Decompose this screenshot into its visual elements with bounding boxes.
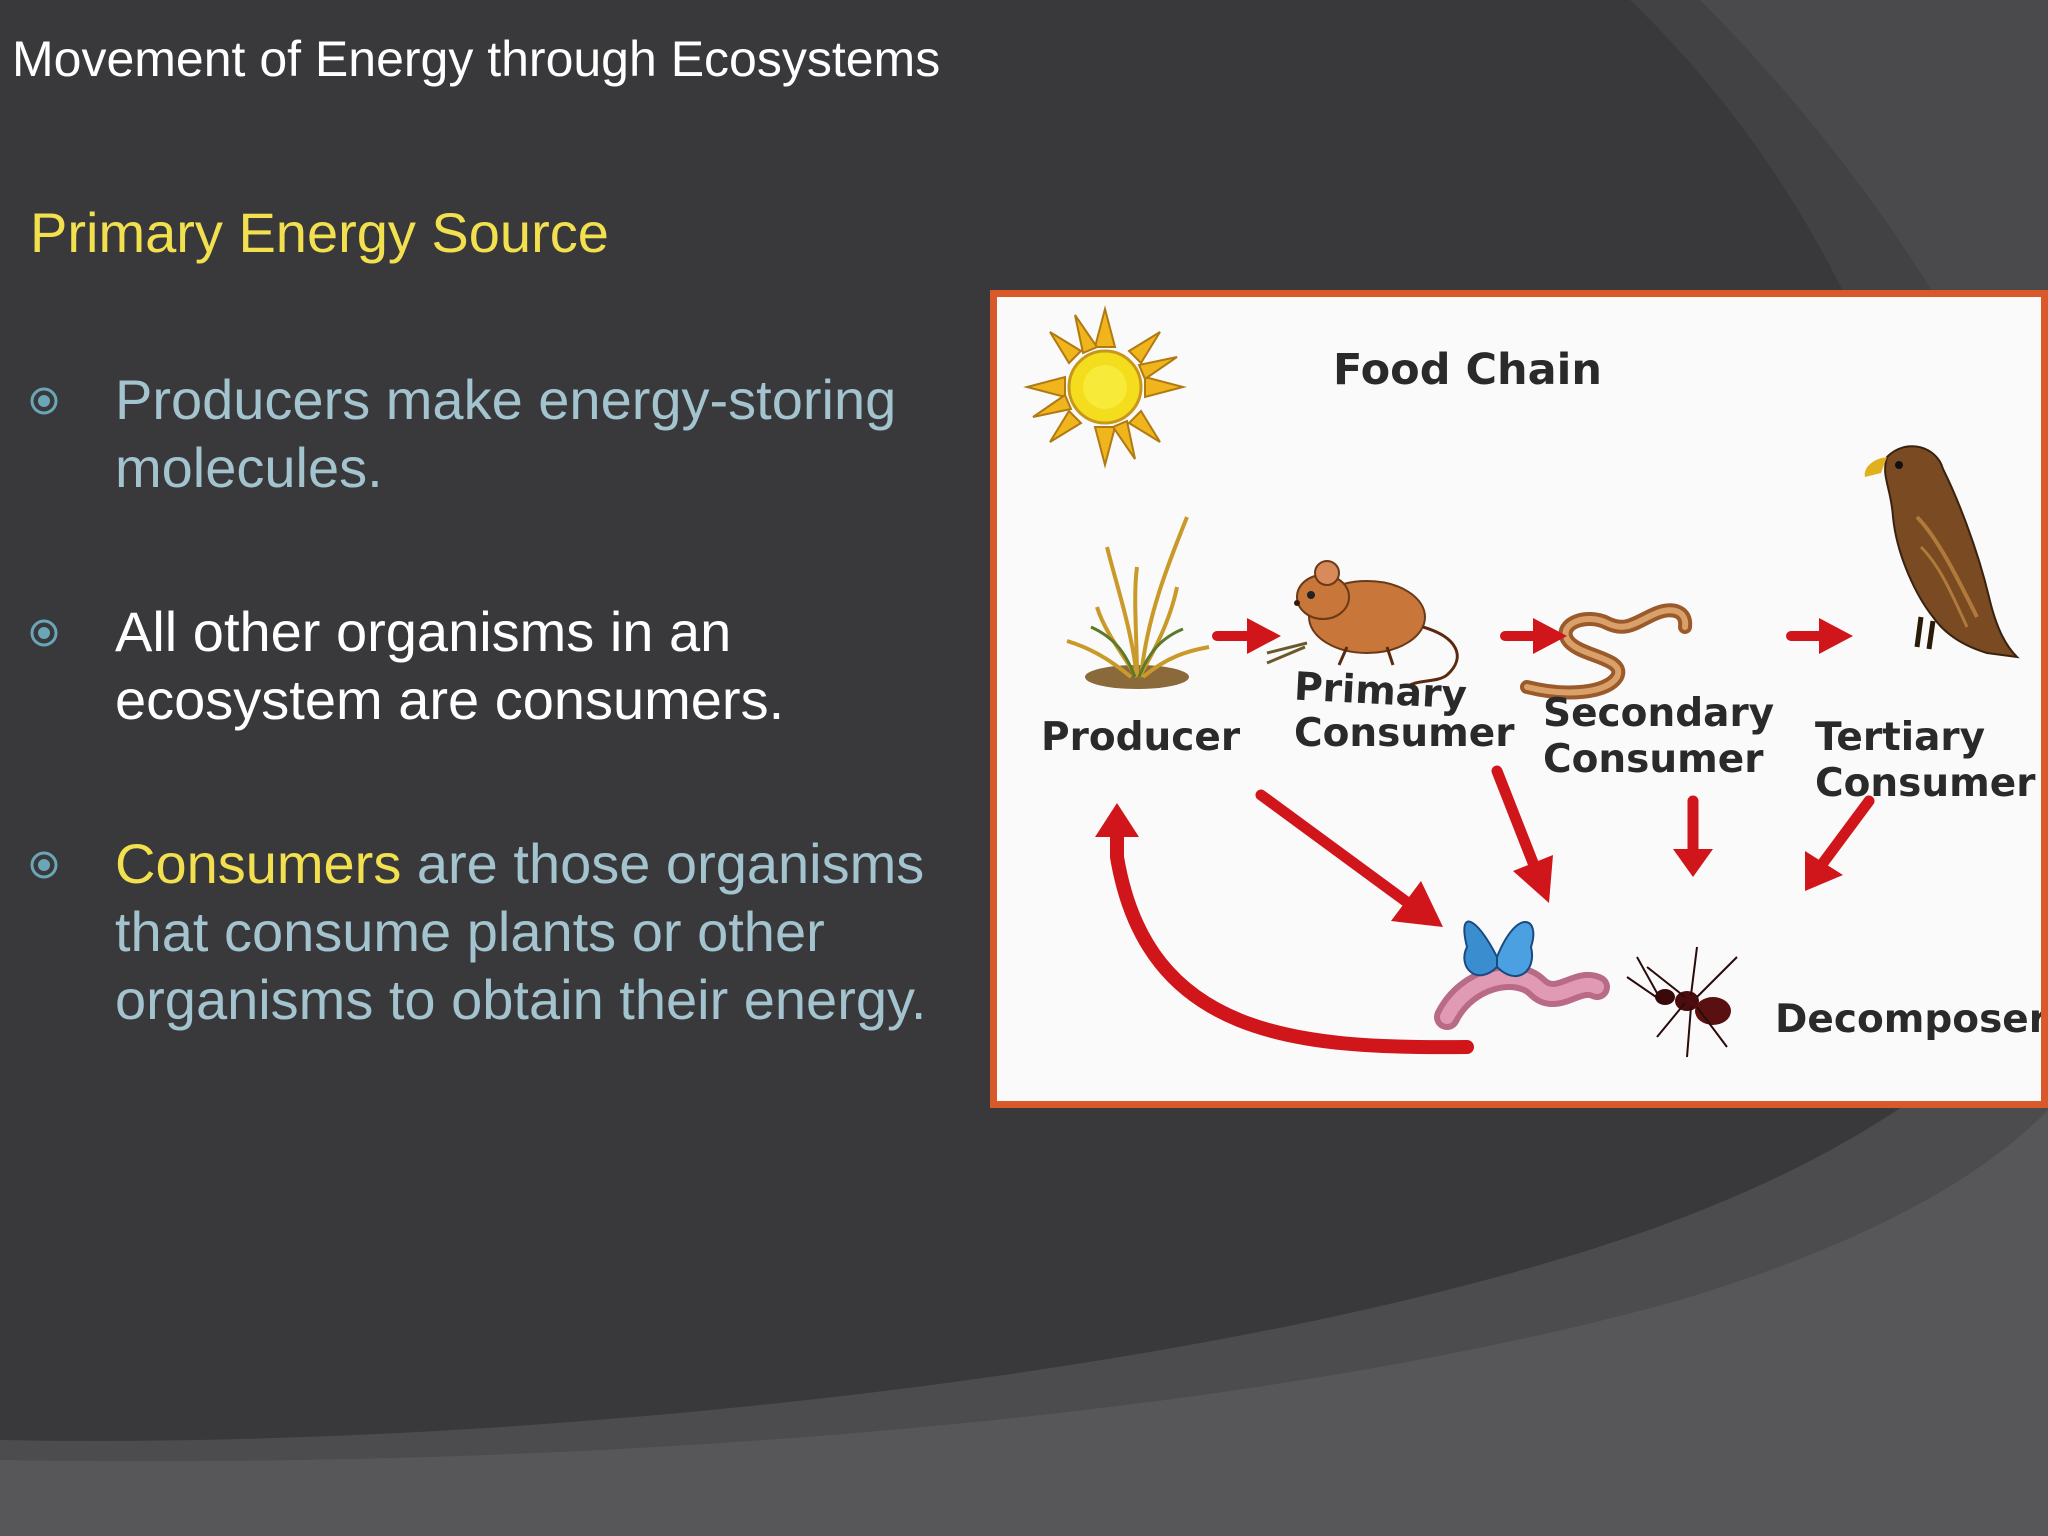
bullet-item: Consumers are those organisms that consu… — [30, 830, 965, 1034]
sun-icon — [1023, 305, 1187, 469]
bullet-highlight: Consumers — [115, 832, 402, 895]
label-decomposers: Decomposers — [1775, 997, 2048, 1042]
label-tertiary-consumer-line2: Consumer — [1815, 761, 2036, 806]
bullet-marker-icon — [30, 619, 58, 647]
butterfly-icon — [1463, 920, 1535, 978]
section-subtitle: Primary Energy Source — [30, 201, 609, 264]
bullet-marker-icon — [30, 387, 58, 415]
mouse-icon — [1266, 560, 1459, 689]
label-primary-consumer-line2: Consumer — [1294, 711, 1515, 756]
diagram-title: Food Chain — [1333, 345, 1603, 395]
hawk-icon — [1864, 445, 2020, 659]
bullet-text: Producers make energy-storing molecules. — [115, 368, 897, 499]
ant-icon — [1626, 946, 1738, 1058]
label-secondary-consumer-line2: Consumer — [1543, 737, 1764, 782]
grass-icon — [1066, 516, 1210, 689]
bullet-item: Producers make energy-storing molecules. — [30, 366, 965, 502]
slide-title: Movement of Energy through Ecosystems — [12, 31, 941, 87]
worm-icon — [1434, 964, 1610, 1030]
label-tertiary-consumer-line1: Tertiary — [1815, 715, 1986, 760]
energy-arrows — [1095, 618, 1875, 1055]
bullet-marker-icon — [30, 851, 58, 879]
food-chain-diagram: Food Chain Producer Primary Consumer Sec… — [990, 290, 2048, 1108]
label-producer: Producer — [1041, 715, 1241, 760]
label-secondary-consumer-line1: Secondary — [1543, 691, 1775, 736]
snake-icon — [1520, 603, 1693, 700]
bullet-item: All other organisms in an ecosystem are … — [30, 598, 965, 734]
bullet-text: are those organisms that consume plants … — [115, 832, 927, 1031]
food-chain-art — [1023, 305, 2020, 1058]
bullet-text: All other organisms in an ecosystem are … — [115, 600, 785, 731]
